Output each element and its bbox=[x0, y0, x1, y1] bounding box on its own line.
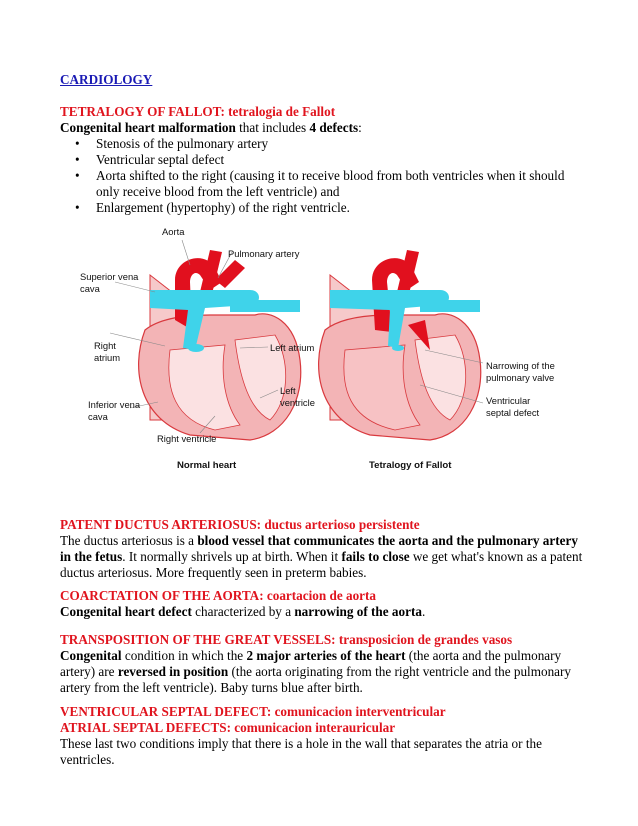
label-right-ventricle: Right ventricle bbox=[157, 433, 217, 444]
transposition-section: TRANSPOSITION OF THE GREAT VESSELS: tran… bbox=[60, 632, 590, 696]
tof-heading: TETRALOGY OF FALLOT: tetralogia de Fallo… bbox=[60, 104, 336, 119]
coarctation-section: COARCTATION OF THE AORTA: coartacion de … bbox=[60, 588, 590, 620]
label-left-atrium: Left atrium bbox=[270, 342, 315, 353]
label-right-atrium: Right atrium bbox=[94, 340, 121, 363]
list-item: Aorta shifted to the right (causing it t… bbox=[75, 168, 580, 200]
heart-diagram: Aorta Pulmonary artery Superior vena cav… bbox=[0, 220, 638, 480]
normal-heart-drawing bbox=[109, 239, 302, 441]
tof-intro: Congenital heart malformation that inclu… bbox=[60, 120, 362, 135]
transposition-heading: TRANSPOSITION OF THE GREAT VESSELS: tran… bbox=[60, 632, 513, 647]
tof-defects-list: Stenosis of the pulmonary artery Ventric… bbox=[60, 136, 580, 216]
pda-heading: PATENT DUCTUS ARTERIOSUS: ductus arterio… bbox=[60, 517, 420, 532]
coarctation-text: Congenital heart defect characterized by… bbox=[60, 604, 426, 619]
caption-normal-heart: Normal heart bbox=[177, 460, 237, 471]
label-vsd: Ventricular septal defect bbox=[486, 395, 540, 418]
transposition-text: Congenital condition in which the 2 majo… bbox=[60, 648, 571, 695]
label-inferior-vena-cava: Inferior vena cava bbox=[88, 399, 141, 422]
list-item: Stenosis of the pulmonary artery bbox=[75, 136, 580, 152]
coarctation-heading: COARCTATION OF THE AORTA: coartacion de … bbox=[60, 588, 377, 603]
septal-section: VENTRICULAR SEPTAL DEFECT: comunicacion … bbox=[60, 704, 590, 768]
pda-section: PATENT DUCTUS ARTERIOSUS: ductus arterio… bbox=[60, 517, 590, 581]
label-narrowing: Narrowing of the pulmonary valve bbox=[486, 360, 555, 383]
list-item: Ventricular septal defect bbox=[75, 152, 580, 168]
tof-heart-drawing bbox=[318, 250, 484, 441]
heart-illustration bbox=[109, 239, 484, 441]
label-superior-vena-cava: Superior vena cava bbox=[80, 271, 139, 294]
label-left-ventricle: Left ventricle bbox=[280, 385, 315, 408]
vsd-heading: VENTRICULAR SEPTAL DEFECT: comunicacion … bbox=[60, 704, 446, 719]
cardiology-link[interactable]: CARDIOLOGY bbox=[60, 72, 153, 87]
caption-tof: Tetralogy of Fallot bbox=[369, 460, 452, 471]
asd-heading: ATRIAL SEPTAL DEFECTS: comunicacion inte… bbox=[60, 720, 396, 735]
label-aorta: Aorta bbox=[162, 226, 185, 237]
list-item: Enlargement (hypertophy) of the right ve… bbox=[75, 200, 580, 216]
septal-text: These last two conditions imply that the… bbox=[60, 736, 542, 767]
label-pulmonary-artery: Pulmonary artery bbox=[228, 248, 300, 259]
pda-text: The ductus arteriosus is a blood vessel … bbox=[60, 533, 583, 580]
document-body: CARDIOLOGY TETRALOGY OF FALLOT: tetralog… bbox=[60, 72, 580, 216]
